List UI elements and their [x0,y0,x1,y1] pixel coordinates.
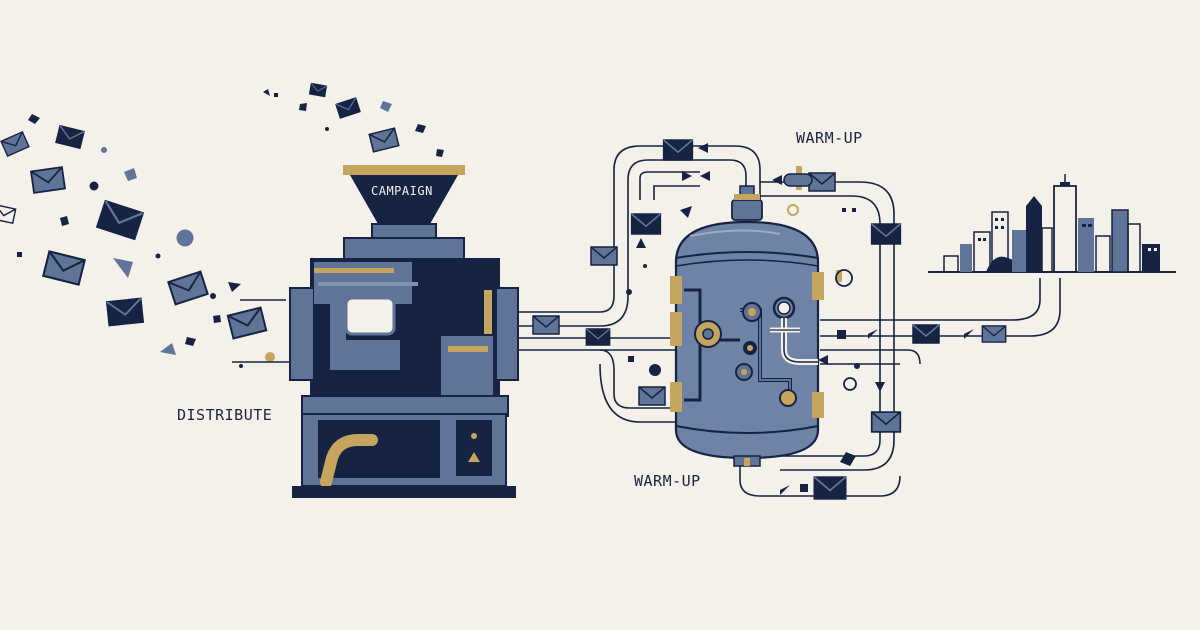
warmup-label-top: WARM-UP [796,129,863,147]
envelope-icon [590,246,618,266]
envelope-icon [30,166,66,194]
envelope-icon [0,204,17,224]
envelope-icon [630,213,662,235]
tank-icon [670,185,824,467]
machine-icon [289,237,519,498]
envelope-icon [226,306,268,340]
envelope-icon [808,172,836,192]
envelope-icon [0,131,30,157]
envelope-icon [55,125,85,149]
warmup-label-bottom: WARM-UP [634,472,701,490]
envelope-icon [813,476,847,500]
envelope-icon [167,270,209,306]
city-skyline-icon [928,174,1176,273]
envelope-icon [368,127,400,153]
envelope-icon [870,223,902,245]
envelope-icon [662,139,694,161]
envelope-icon [532,315,560,335]
envelope-icon [870,411,902,433]
distribute-label: DISTRIBUTE [177,406,273,424]
funnel-icon [343,165,465,239]
envelope-icon [638,386,666,406]
envelope-icon [585,328,611,346]
pipe-icon [518,145,1061,497]
envelope-icon [105,297,145,327]
envelope-icon [335,97,361,119]
envelope-icon [96,200,144,240]
flying-envelopes [0,82,444,368]
envelope-icon [42,250,86,286]
envelope-icon [912,324,940,344]
campaign-label: CAMPAIGN [371,184,433,198]
envelope-icon [981,325,1007,343]
pipeline-envelopes [532,139,1007,500]
envelope-icon [308,82,328,98]
